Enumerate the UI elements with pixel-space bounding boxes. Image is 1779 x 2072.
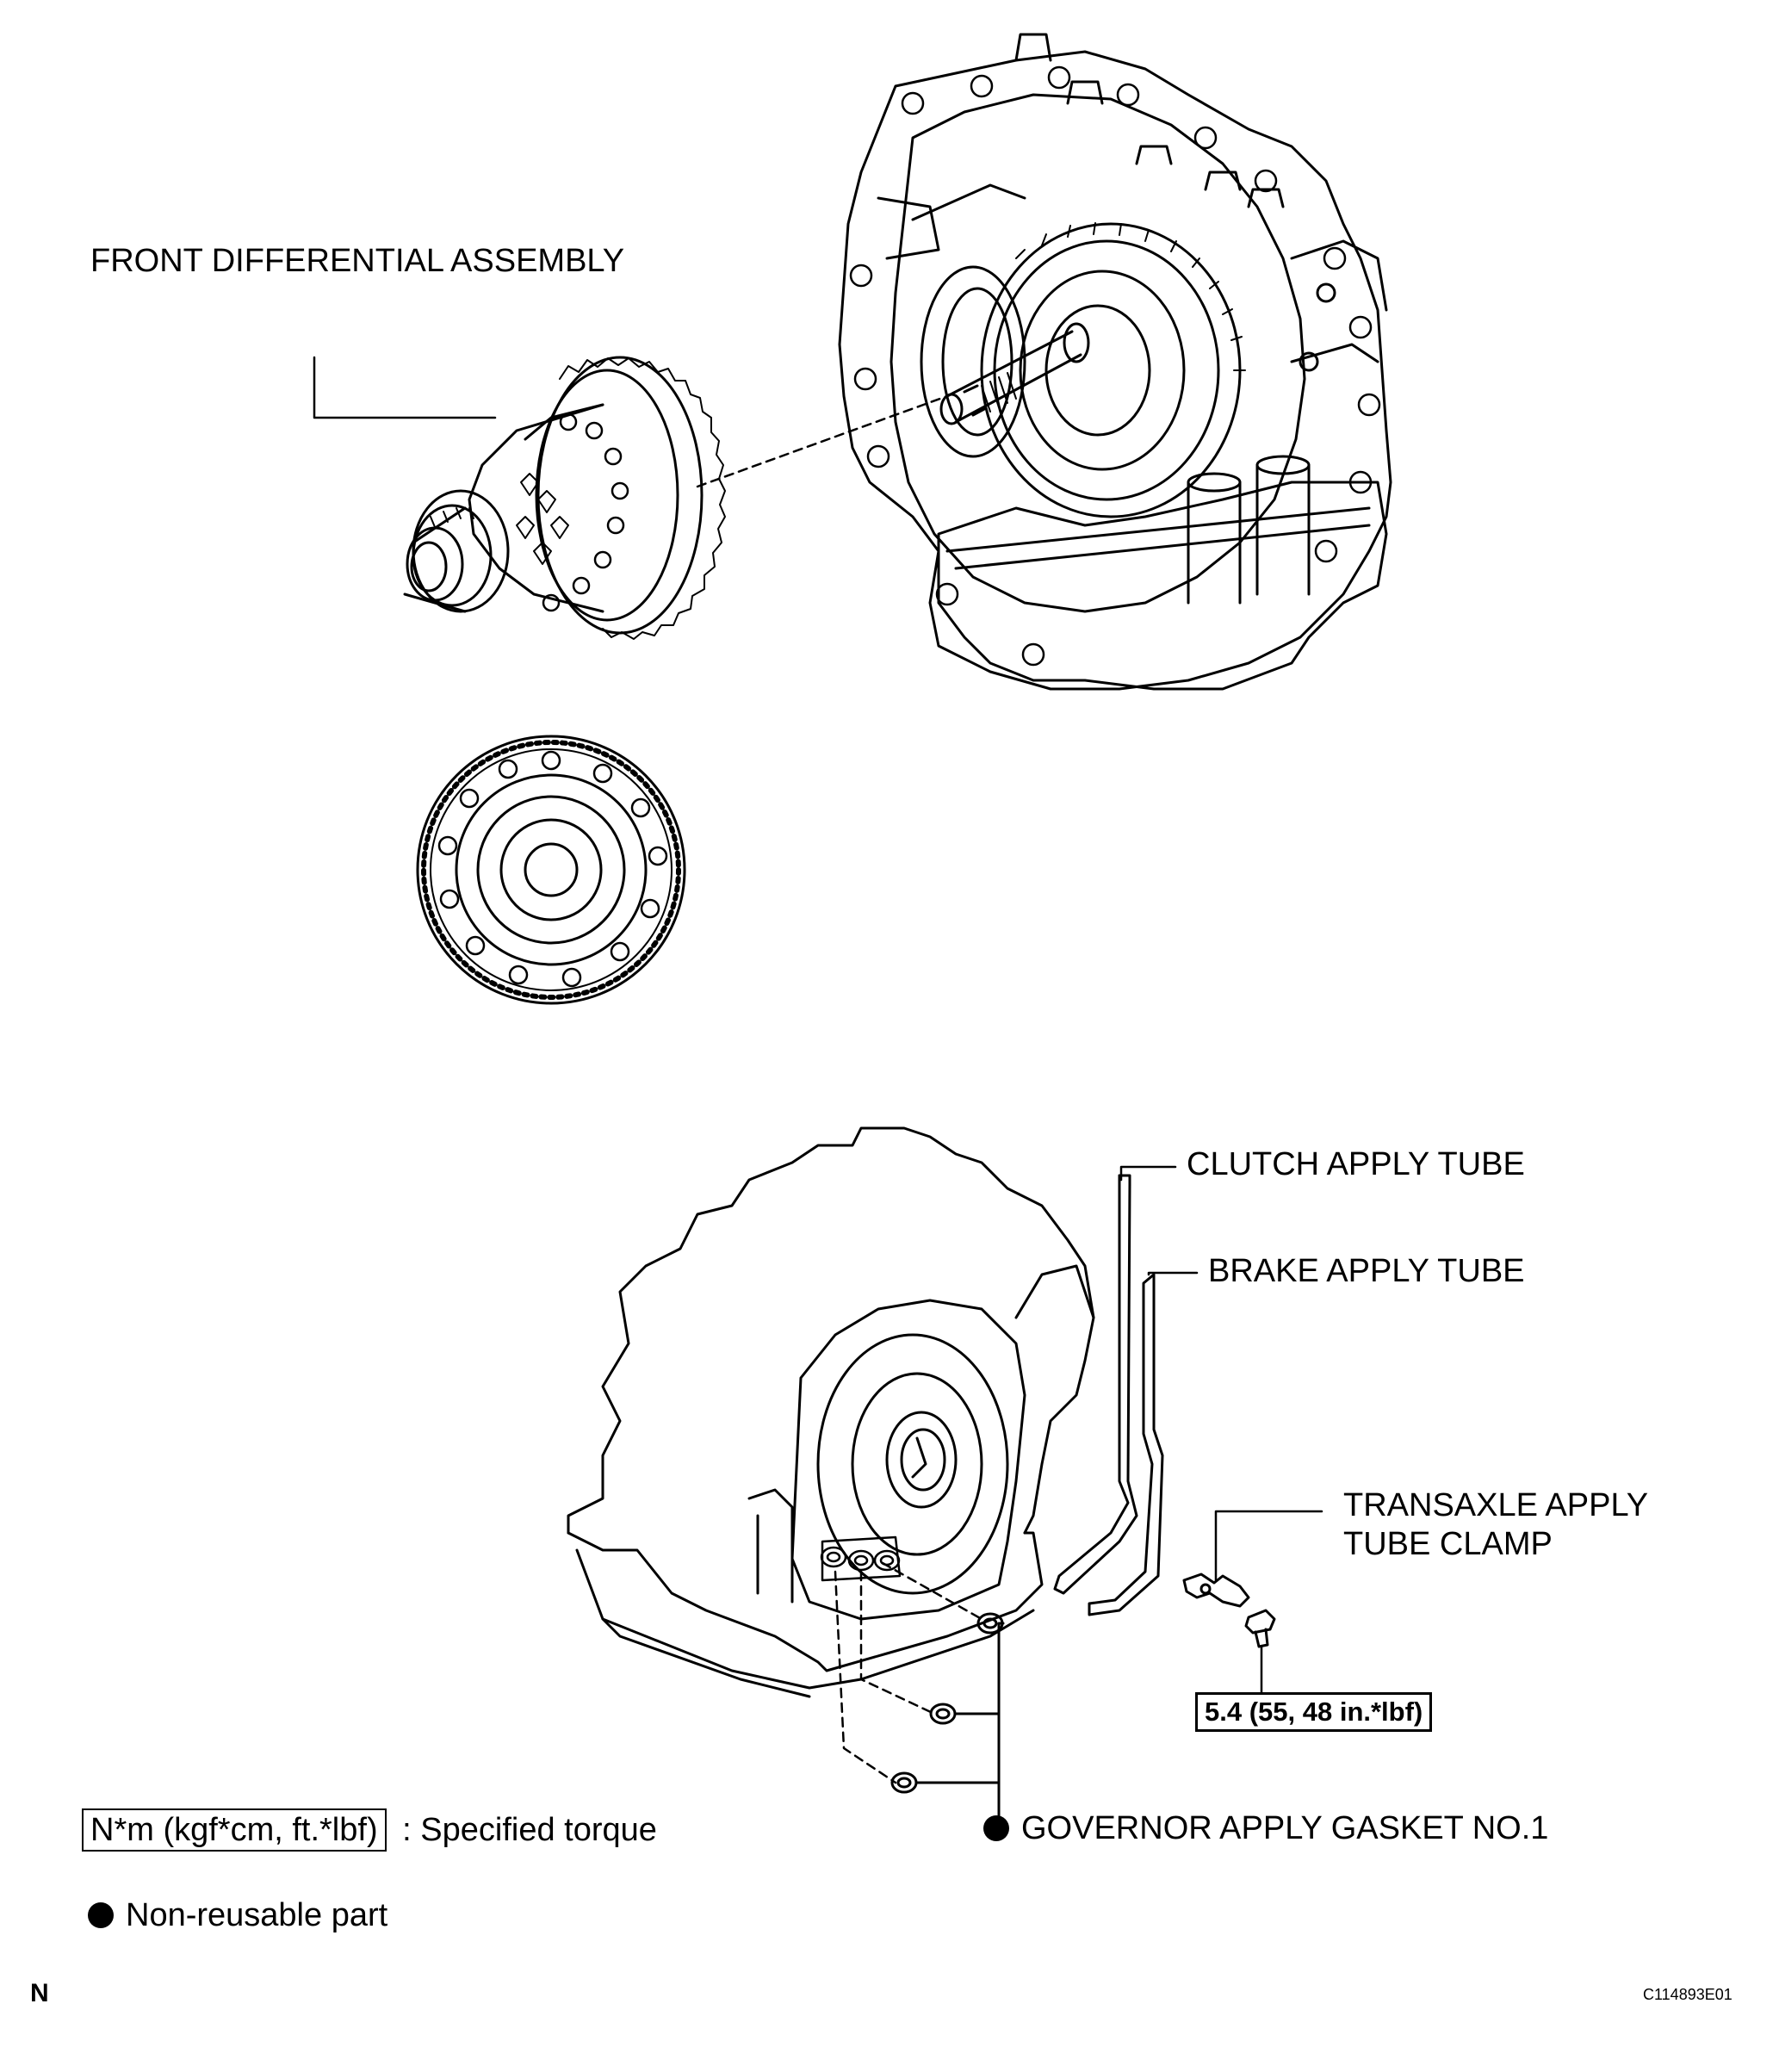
- leader-clutch-tube: [1119, 1165, 1177, 1182]
- legend-torque: N*m (kgf*cm, ft.*lbf) : Specified torque: [82, 1808, 657, 1852]
- legend-nonreusable: Non-reusable part: [88, 1897, 387, 1935]
- label-transaxle-clamp-line2: TUBE CLAMP: [1343, 1526, 1553, 1562]
- label-governor-gasket: GOVERNOR APPLY GASKET NO.1: [983, 1810, 1548, 1848]
- brake-apply-tube: [1088, 1273, 1164, 1616]
- leader-front-differential: [313, 356, 497, 419]
- transaxle-apply-tube-clamp: [1182, 1573, 1250, 1608]
- label-front-differential-assembly: FRONT DIFFERENTIAL ASSEMBLY: [90, 243, 625, 279]
- clamp-bolt: [1244, 1609, 1276, 1648]
- front-differential-face-view: [416, 735, 686, 1005]
- illustration-code: C114893E01: [1643, 1986, 1733, 2003]
- alignment-line-differential: [696, 394, 949, 488]
- legend-torque-unit-box: N*m (kgf*cm, ft.*lbf): [82, 1808, 387, 1852]
- transaxle-lower-view: [567, 1126, 1095, 1698]
- transaxle-case: [838, 33, 1392, 691]
- leader-brake-tube: [1147, 1271, 1199, 1276]
- footer-letter: N: [30, 1979, 49, 2007]
- legend-torque-desc: : Specified torque: [402, 1812, 657, 1848]
- leader-clamp: [1214, 1510, 1323, 1582]
- torque-spec-box: 5.4 (55, 48 in.*lbf): [1195, 1692, 1433, 1732]
- label-brake-apply-tube: BRAKE APPLY TUBE: [1208, 1253, 1525, 1289]
- front-differential-side-view: [403, 356, 726, 640]
- legend-nonreusable-text: Non-reusable part: [126, 1897, 388, 1933]
- governor-gaskets: [834, 1561, 1005, 1819]
- label-transaxle-clamp-line1: TRANSAXLE APPLY: [1343, 1487, 1649, 1523]
- label-clutch-apply-tube: CLUTCH APPLY TUBE: [1187, 1146, 1525, 1182]
- label-governor-gasket-text: GOVERNOR APPLY GASKET NO.1: [1021, 1810, 1549, 1846]
- non-reusable-dot-icon: [983, 1815, 1009, 1841]
- legend-dot-icon: [88, 1902, 114, 1928]
- clutch-apply-tube: [1053, 1174, 1138, 1595]
